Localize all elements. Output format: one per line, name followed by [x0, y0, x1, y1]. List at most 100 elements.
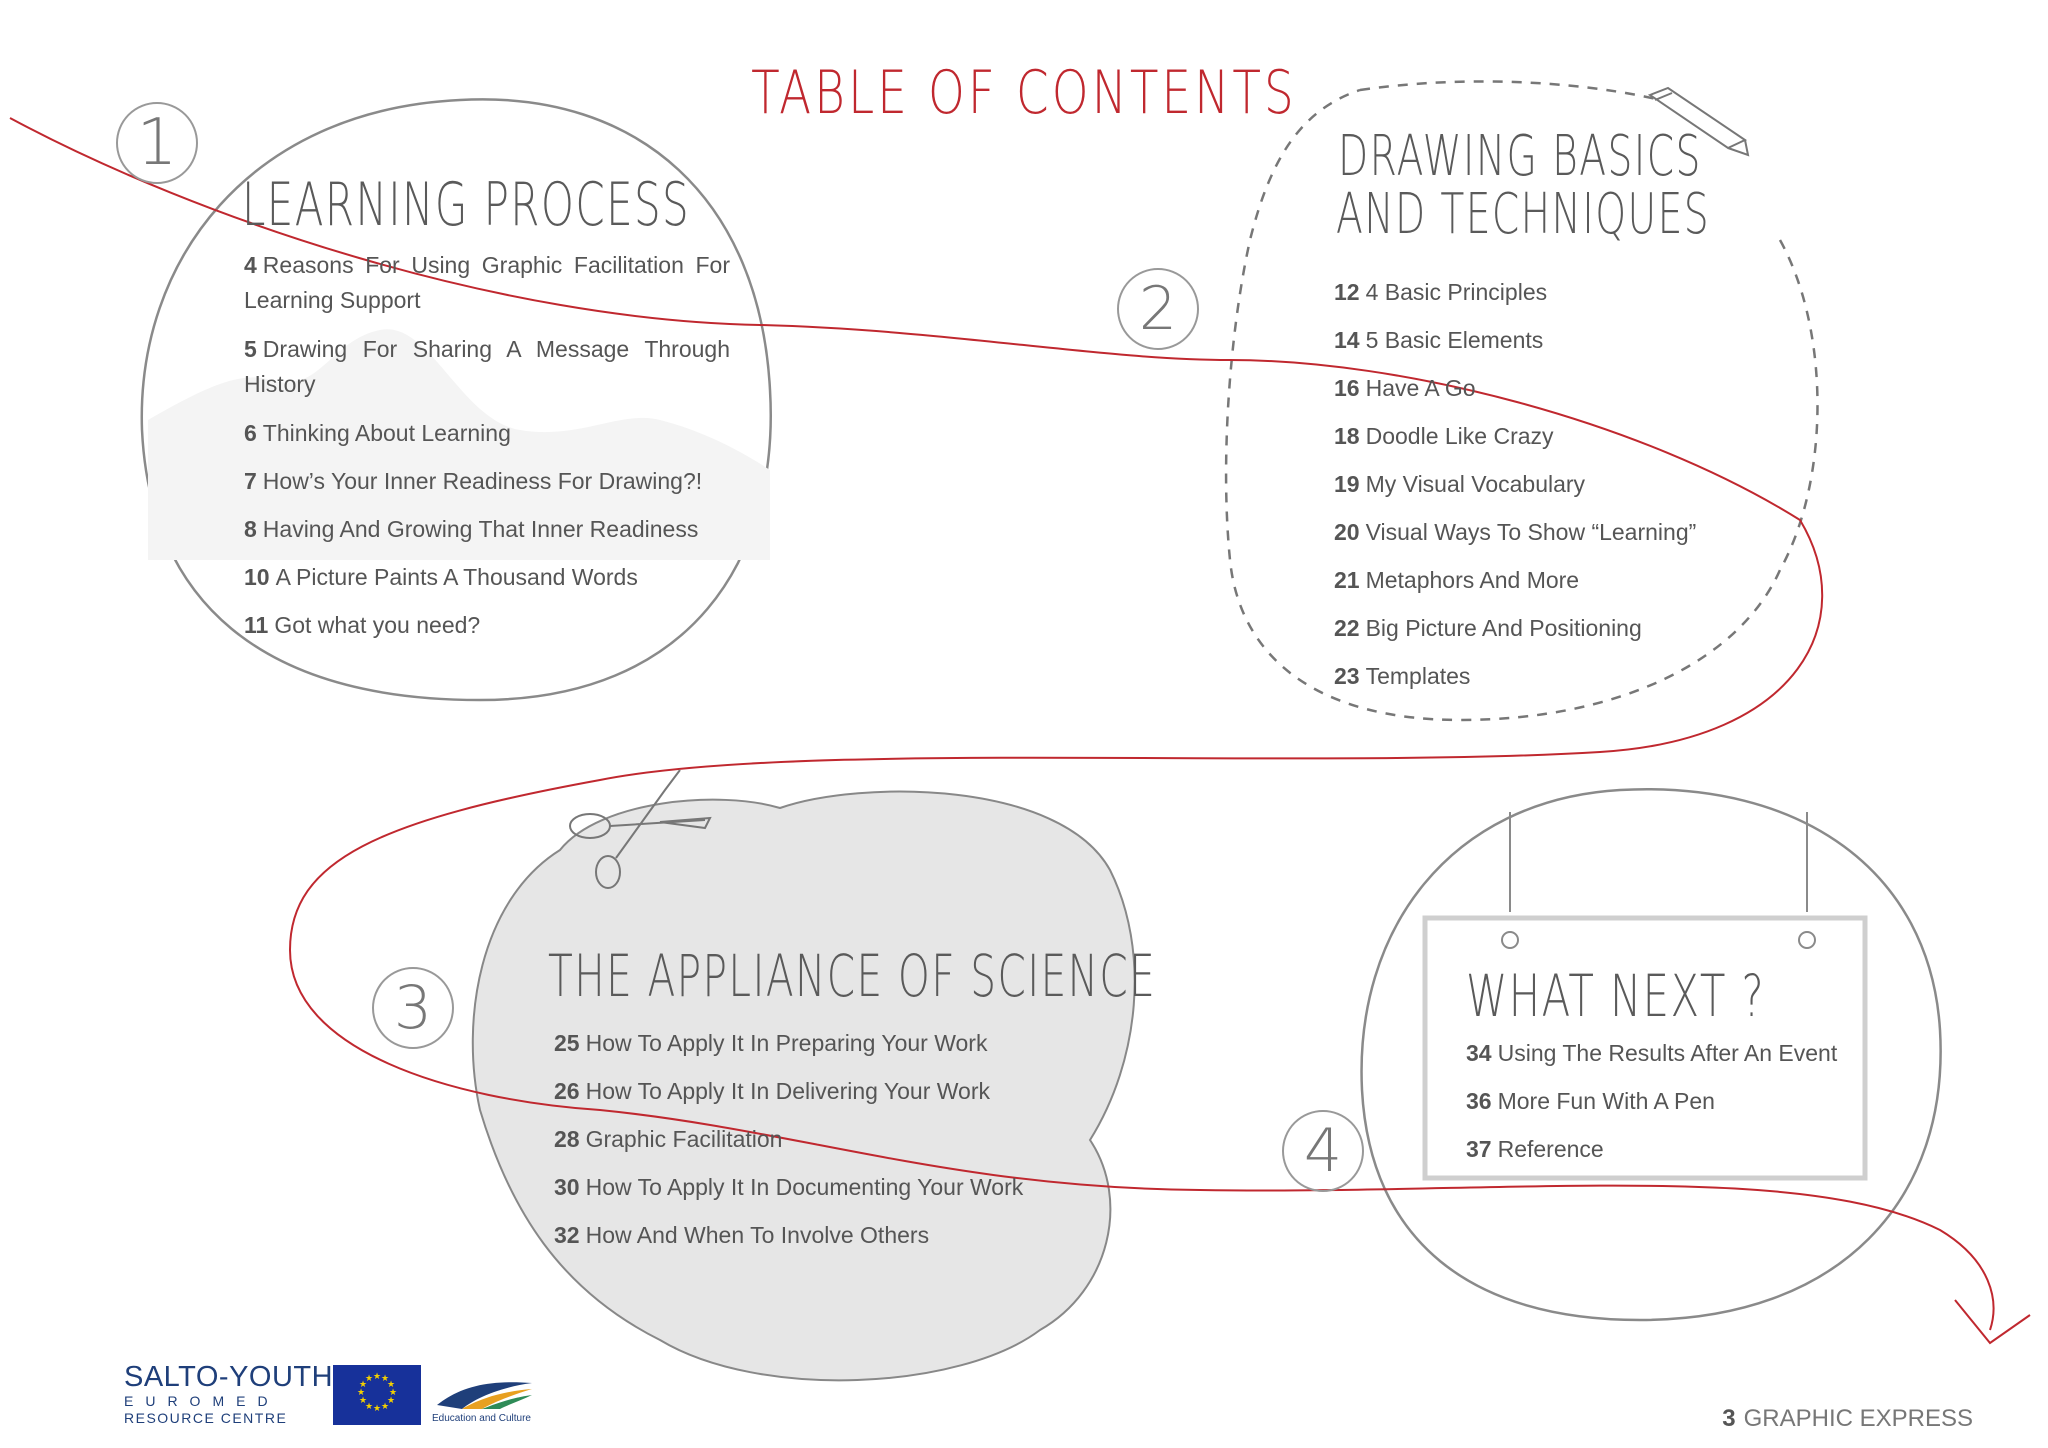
red-arrowhead — [1954, 1299, 2031, 1345]
scissors-icon — [569, 769, 712, 889]
toc-item-title: Big Picture And Positioning — [1365, 615, 1642, 641]
svg-text:★: ★ — [387, 1396, 395, 1406]
toc-item-title: My Visual Vocabulary — [1365, 471, 1586, 497]
toc-item-title: Drawing For Sharing A Message Through Hi… — [244, 336, 730, 397]
section-title-learning-process: LEARNING PROCESS — [242, 170, 691, 240]
toc-item-title: 5 Basic Elements — [1365, 327, 1544, 353]
toc-item-title: Got what you need? — [274, 612, 481, 638]
section4-circle-shape — [1360, 788, 1942, 1322]
toc-page-number: 34 — [1466, 1040, 1492, 1066]
toc-page-number: 22 — [1334, 615, 1360, 641]
toc-item-title: How To Apply It In Preparing Your Work — [585, 1030, 988, 1056]
toc-page-number: 10 — [244, 564, 270, 590]
toc-item-title: Metaphors And More — [1365, 567, 1580, 593]
toc-page-number: 4 — [244, 252, 257, 278]
toc-page-number: 20 — [1334, 519, 1360, 545]
toc-item-title: Doodle Like Crazy — [1365, 423, 1554, 449]
toc-item-title: How And When To Involve Others — [585, 1222, 930, 1248]
toc-page-number: 19 — [1334, 471, 1360, 497]
toc-page-number: 28 — [554, 1126, 580, 1152]
toc-item-title: Have A Go — [1365, 375, 1476, 401]
education-culture-logo-icon — [437, 1382, 532, 1409]
svg-text:★: ★ — [389, 1388, 397, 1398]
toc-page-number: 37 — [1466, 1136, 1492, 1162]
section3-cloud-shape — [471, 790, 1136, 1382]
toc-page-number: 25 — [554, 1030, 580, 1056]
section-title-appliance-of-science: THE APPLIANCE OF SCIENCE — [548, 942, 1157, 1010]
svg-text:★: ★ — [373, 1404, 381, 1414]
toc-item-title: More Fun With A Pen — [1497, 1088, 1715, 1114]
svg-text:★: ★ — [381, 1374, 389, 1384]
toc-item-title: How To Apply It In Delivering Your Work — [585, 1078, 991, 1104]
svg-text:★: ★ — [359, 1380, 367, 1390]
toc-item-title: How’s Your Inner Readiness For Drawing?! — [262, 468, 703, 494]
section-title-drawing-basics-line2: AND TECHNIQUES — [1336, 182, 1711, 247]
section1-faint-hill — [148, 329, 770, 560]
toc-page-number: 5 — [244, 336, 257, 362]
pencil-icon — [1647, 86, 1750, 157]
toc-page-number: 6 — [244, 420, 257, 446]
page-title: TABLE OF CONTENTS — [751, 58, 1297, 128]
toc-item-title: 4 Basic Principles — [1365, 279, 1548, 305]
toc-item-title: Templates — [1365, 663, 1471, 689]
toc-page-number: 36 — [1466, 1088, 1492, 1114]
toc-page-number: 11 — [244, 612, 269, 638]
svg-text:★: ★ — [357, 1388, 365, 1398]
toc-page-number: 16 — [1334, 375, 1360, 401]
section-number-3: 3 — [372, 967, 454, 1049]
toc-page-number: 18 — [1334, 423, 1360, 449]
toc-page-number: 32 — [554, 1222, 580, 1248]
footer-page-number: 3 — [1722, 1405, 1736, 1432]
salto-logo-sub: EUROMED — [124, 1393, 280, 1409]
svg-text:★: ★ — [359, 1396, 367, 1406]
toc-item-title: A Picture Paints A Thousand Words — [275, 564, 638, 590]
svg-text:★: ★ — [373, 1372, 381, 1382]
toc-item-title: Graphic Facilitation — [585, 1126, 783, 1152]
salto-youth-logo: SALTO-YOUTH EUROMED RESOURCE CENTRE — [124, 1362, 333, 1426]
page-footer: 3 GRAPHIC EXPRESS — [1722, 1405, 1973, 1433]
section-title-what-next: WHAT NEXT ? — [1466, 962, 1766, 1030]
svg-text:★: ★ — [365, 1402, 373, 1412]
footer-publication-name: GRAPHIC EXPRESS — [1743, 1405, 1973, 1432]
toc-page-number: 21 — [1334, 567, 1360, 593]
toc-item-title: Thinking About Learning — [262, 420, 511, 446]
toc-item-title: How To Apply It In Documenting Your Work — [585, 1174, 1024, 1200]
salto-logo-centre: RESOURCE CENTRE — [124, 1410, 288, 1426]
toc-page-number: 14 — [1334, 327, 1360, 353]
red-flow-line — [9, 117, 1995, 1331]
toc-item-title: Reasons For Using Graphic Facilitation F… — [244, 252, 730, 313]
section-number-2: 2 — [1117, 268, 1199, 350]
svg-text:★: ★ — [381, 1402, 389, 1412]
toc-page-number: 30 — [554, 1174, 580, 1200]
toc-page-number: 8 — [244, 516, 257, 542]
salto-logo-name: SALTO-YOUTH — [124, 1361, 334, 1393]
